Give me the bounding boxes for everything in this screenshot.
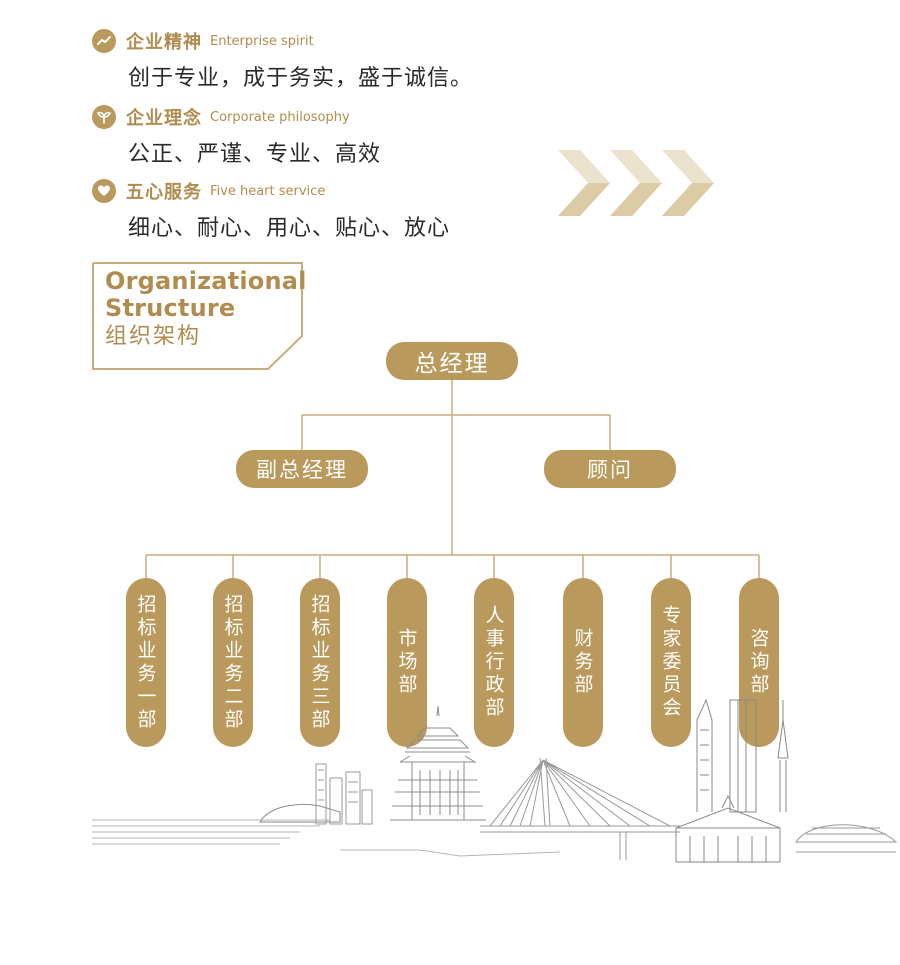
- chevron-right-icon: [610, 150, 662, 216]
- dept-bidding-1: 招标业务一部: [126, 578, 166, 747]
- value-title: 企业理念 Corporate philosophy: [92, 104, 381, 130]
- trend-icon: [92, 29, 116, 53]
- value-title-en: Enterprise spirit: [210, 33, 314, 49]
- chevron-right-icon: [662, 150, 714, 216]
- value-title: 企业精神 Enterprise spirit: [92, 28, 473, 54]
- value-five-heart-service: 五心服务 Five heart service 细心、耐心、用心、贴心、放心: [92, 178, 450, 242]
- value-text: 创于专业，成于务实，盛于诚信。: [128, 66, 474, 91]
- dept-marketing: 市场部: [387, 578, 427, 747]
- value-title: 五心服务 Five heart service: [92, 178, 450, 204]
- heading-en-line2: Structure: [105, 294, 236, 322]
- chevron-arrows-decoration: [558, 150, 714, 216]
- dept-expert-committee: 专家委员会: [651, 578, 691, 747]
- dept-bidding-2: 招标业务二部: [213, 578, 253, 747]
- heading-frame: [92, 262, 303, 370]
- city-skyline-illustration: [92, 698, 898, 863]
- deputy-general-manager-node: 副总经理: [236, 450, 368, 488]
- value-text: 细心、耐心、用心、贴心、放心: [128, 216, 451, 241]
- dept-bidding-3: 招标业务三部: [300, 578, 340, 747]
- chevron-right-icon: [558, 150, 610, 216]
- sprout-icon: [92, 105, 116, 129]
- dept-finance: 财务部: [563, 578, 603, 747]
- dept-hr-admin: 人事行政部: [474, 578, 514, 747]
- value-title-cn: 企业精神: [126, 32, 202, 53]
- value-corporate-philosophy: 企业理念 Corporate philosophy 公正、严谨、专业、高效: [92, 104, 381, 168]
- advisor-node: 顾问: [544, 450, 676, 488]
- value-title-en: Corporate philosophy: [210, 109, 350, 125]
- value-text: 公正、严谨、专业、高效: [128, 142, 382, 167]
- general-manager-node: 总经理: [386, 342, 518, 380]
- heading-en-line1: Organizational: [105, 267, 307, 295]
- org-structure-heading: Organizational Structure 组织架构: [92, 262, 307, 370]
- value-title-cn: 五心服务: [126, 182, 202, 203]
- value-enterprise-spirit: 企业精神 Enterprise spirit 创于专业，成于务实，盛于诚信。: [92, 28, 473, 92]
- value-title-en: Five heart service: [210, 183, 326, 199]
- value-title-cn: 企业理念: [126, 108, 202, 129]
- heading-cn: 组织架构: [105, 324, 202, 349]
- heading-text: Organizational Structure 组织架构: [105, 268, 307, 352]
- heart-icon: [92, 179, 116, 203]
